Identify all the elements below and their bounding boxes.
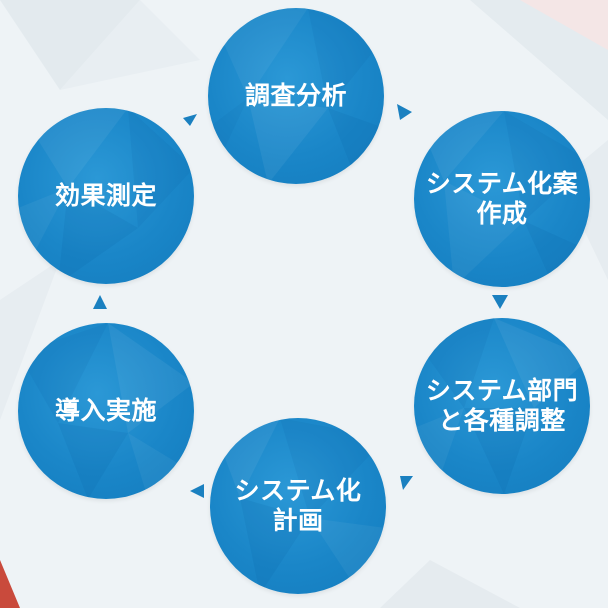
node-label: システム化案 作成 <box>425 168 579 229</box>
node-label: システム化 計画 <box>234 475 362 536</box>
cycle-node-measure: 効果測定 <box>18 108 194 284</box>
cycle-node-plan-draft: システム化案 作成 <box>414 111 590 287</box>
node-label: 導入実施 <box>54 395 157 425</box>
node-facet-pattern <box>414 318 590 494</box>
node-facet-pattern <box>18 323 194 499</box>
node-label: システム部門 と各種調整 <box>425 375 579 436</box>
cycle-node-deploy: 導入実施 <box>18 323 194 499</box>
node-label: 調査分析 <box>244 80 347 110</box>
node-facet-pattern <box>18 108 194 284</box>
cycle-node-coordination: システム部門 と各種調整 <box>414 318 590 494</box>
node-label: 効果測定 <box>54 180 157 210</box>
cycle-node-survey: 調査分析 <box>208 8 384 184</box>
node-facet-pattern <box>414 111 590 287</box>
cycle-node-system-plan: システム化 計画 <box>210 418 386 594</box>
node-facet-pattern <box>210 418 386 594</box>
node-facet-pattern <box>208 8 384 184</box>
